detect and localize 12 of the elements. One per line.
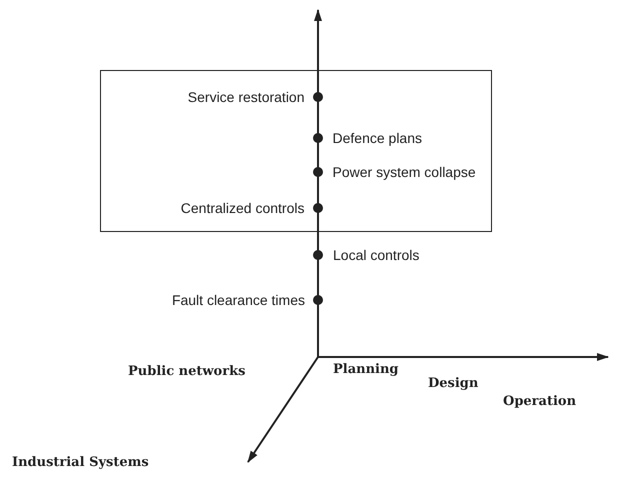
point-label: Power system collapse [332,162,476,180]
axis-label: Operation [503,394,576,409]
frame-box [100,70,492,232]
point-label: Service restoration [188,88,304,106]
point-label: Local controls [333,246,420,264]
point-label: Fault clearance times [172,291,305,309]
point-label: Centralized controls [180,198,304,216]
point-label: Defence plans [332,128,422,146]
axis-label: Planning [333,362,399,377]
axis-label: Industrial Systems [12,455,149,470]
axis-label: Design [428,376,478,391]
axis-label: Public networks [128,364,246,379]
